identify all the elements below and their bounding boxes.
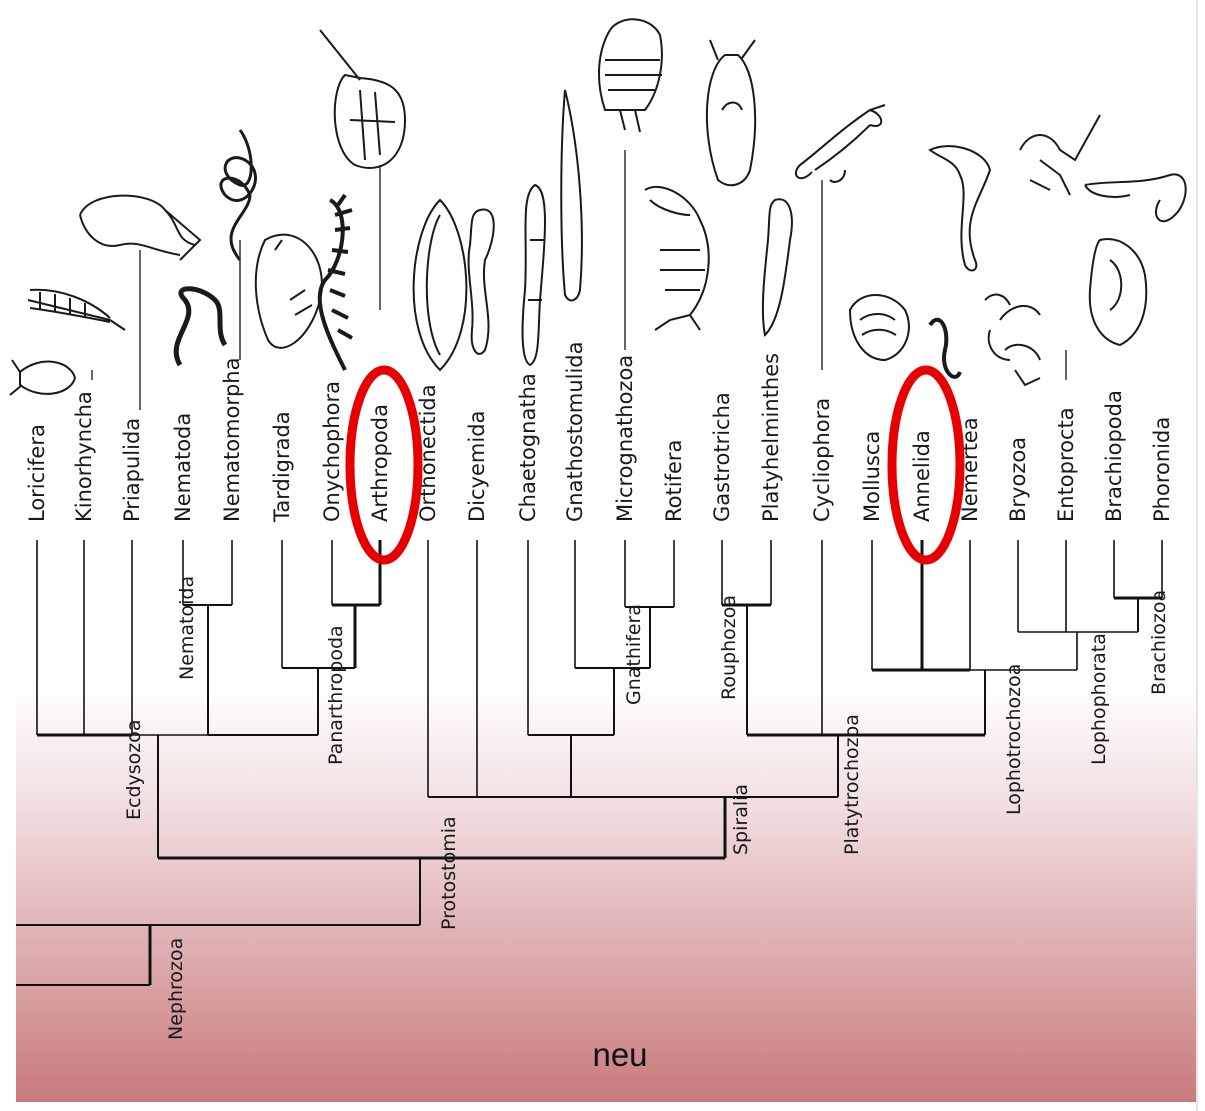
clade-label-ecdysozoa: Ecdysozoa [123, 719, 145, 820]
clade-label-lophophorata: Lophophorata [1088, 633, 1110, 765]
taxon-label-brachiopoda: Brachiopoda [1102, 390, 1126, 522]
clade-label-protostomia: Protostomia [438, 816, 460, 930]
taxon-label-nematomorpha: Nematomorpha [220, 358, 244, 522]
taxon-label-loricifera: Loricifera [25, 424, 49, 522]
taxon-label-gastrotricha: Gastrotricha [710, 392, 734, 522]
clade-label-lophotrochozoa: Lophotrochozoa [1003, 664, 1025, 815]
clade-label-platytrochozoa: Platytrochozoa [841, 714, 863, 855]
taxon-label-phoronida: Phoronida [1150, 417, 1174, 522]
kinorhyncha-illustration [28, 290, 125, 330]
taxon-label-arthropoda: Arthropoda [368, 404, 392, 522]
taxon-label-cycliophora: Cycliophora [810, 398, 834, 522]
taxon-label-annelida: Annelida [910, 430, 934, 522]
chaetognatha-illustration [523, 185, 545, 365]
cycliophora-illustration [796, 105, 885, 182]
bryozoa-illustration [985, 295, 1040, 385]
orthonectida-illustration [414, 200, 467, 370]
taxon-label-mollusca: Mollusca [860, 431, 884, 522]
nematoda-illustration [176, 289, 225, 365]
taxon-label-priapulida: Priapulida [120, 418, 144, 522]
gnathostomulida-illustration [561, 90, 582, 300]
organism-illustrations [10, 19, 1186, 395]
onychophora-illustration [320, 195, 352, 370]
clade-label-spiralia: Spiralia [730, 784, 752, 855]
entoprocta-illustration [1020, 115, 1100, 195]
clade-label-gnathifera: Gnathifera [623, 604, 645, 705]
nematomorpha-illustration [221, 130, 256, 260]
dicyemida-illustration [469, 210, 494, 354]
nemertea-illustration [930, 146, 990, 270]
taxon-label-platyhelminthes: Platyhelminthes [759, 353, 783, 522]
taxon-label-bryozoa: Bryozoa [1006, 437, 1030, 522]
clade-label-panarthropoda: Panarthropoda [325, 625, 347, 765]
taxon-label-dicyemida: Dicyemida [465, 411, 489, 522]
phoronida-illustration [1085, 174, 1186, 221]
caption-text: neu [560, 1036, 680, 1074]
mollusca-illustration [850, 295, 909, 360]
gastrotricha-illustration [707, 40, 755, 185]
arthropoda-illustration [320, 30, 405, 168]
clade-label-nephrozoa: Nephrozoa [165, 938, 187, 1040]
taxon-label-tardigrada: Tardigrada [270, 411, 294, 523]
clade-label-brachiozoa: Brachiozoa [1148, 590, 1170, 695]
brachiopoda-illustration [1090, 239, 1146, 345]
taxon-label-onychophora: Onychophora [320, 381, 344, 522]
taxon-label-rotifera: Rotifera [662, 440, 686, 522]
taxon-label-entoprocta: Entoprocta [1054, 407, 1078, 522]
taxon-label-micrognathozoa: Micrognathozoa [613, 355, 637, 522]
clade-label-rouphozoa: Rouphozoa [718, 595, 740, 700]
platyhelminthes-illustration [763, 199, 792, 335]
tardigrada-illustration [256, 235, 322, 348]
rotifera-illustration [645, 187, 709, 330]
taxon-label-nematoda: Nematoda [171, 413, 195, 522]
taxon-label-gnathostomulida: Gnathostomulida [563, 342, 587, 523]
taxon-label-kinorhyncha: Kinorhyncha [72, 391, 96, 522]
taxon-label-chaetognatha: Chaetognatha [516, 373, 540, 522]
clade-label-nematoida: Nematoida [176, 576, 198, 680]
loricifera-illustration [10, 360, 75, 395]
micrognathozoa-illustration [599, 19, 662, 132]
taxon-labels: Loricifera Kinorhyncha Priapulida Nematoda N… [25, 342, 1174, 524]
